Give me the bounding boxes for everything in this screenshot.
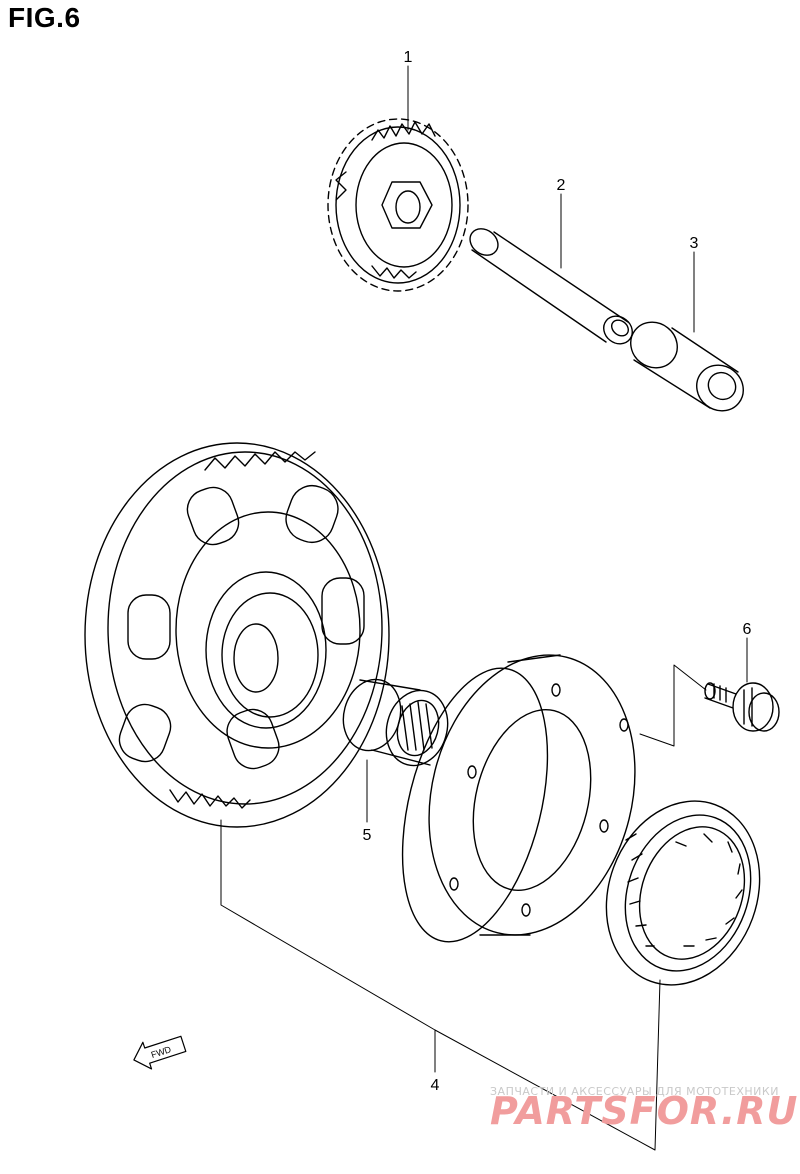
part-1-small-gear xyxy=(327,118,469,292)
part-2-shaft xyxy=(469,228,633,345)
figure-title: FIG.6 xyxy=(8,2,81,33)
part-4-large-gear xyxy=(84,442,390,828)
callout-3: 3 xyxy=(690,235,699,252)
callout-1: 1 xyxy=(404,49,413,66)
part-4-clutch-housing xyxy=(401,654,636,943)
callout-6: 6 xyxy=(743,621,752,638)
fwd-label: FWD xyxy=(150,1044,173,1060)
callout-2: 2 xyxy=(557,177,566,194)
part-4-one-way-clutch xyxy=(605,800,761,986)
watermark-brand: PARTSFOR.RU xyxy=(490,1089,798,1133)
part-6-bolt xyxy=(704,682,780,732)
part-3-bushing xyxy=(630,321,744,412)
part-5-needle-bearing xyxy=(342,678,449,767)
callout-4: 4 xyxy=(431,1077,440,1094)
leader-lines xyxy=(220,65,748,1151)
watermark-tagline: ЗАПЧАСТИ И АКСЕССУАРЫ ДЛЯ МОТОТЕХНИКИ xyxy=(490,1085,779,1098)
fwd-arrow-icon: FWD xyxy=(133,1035,187,1070)
callout-5: 5 xyxy=(363,827,372,844)
